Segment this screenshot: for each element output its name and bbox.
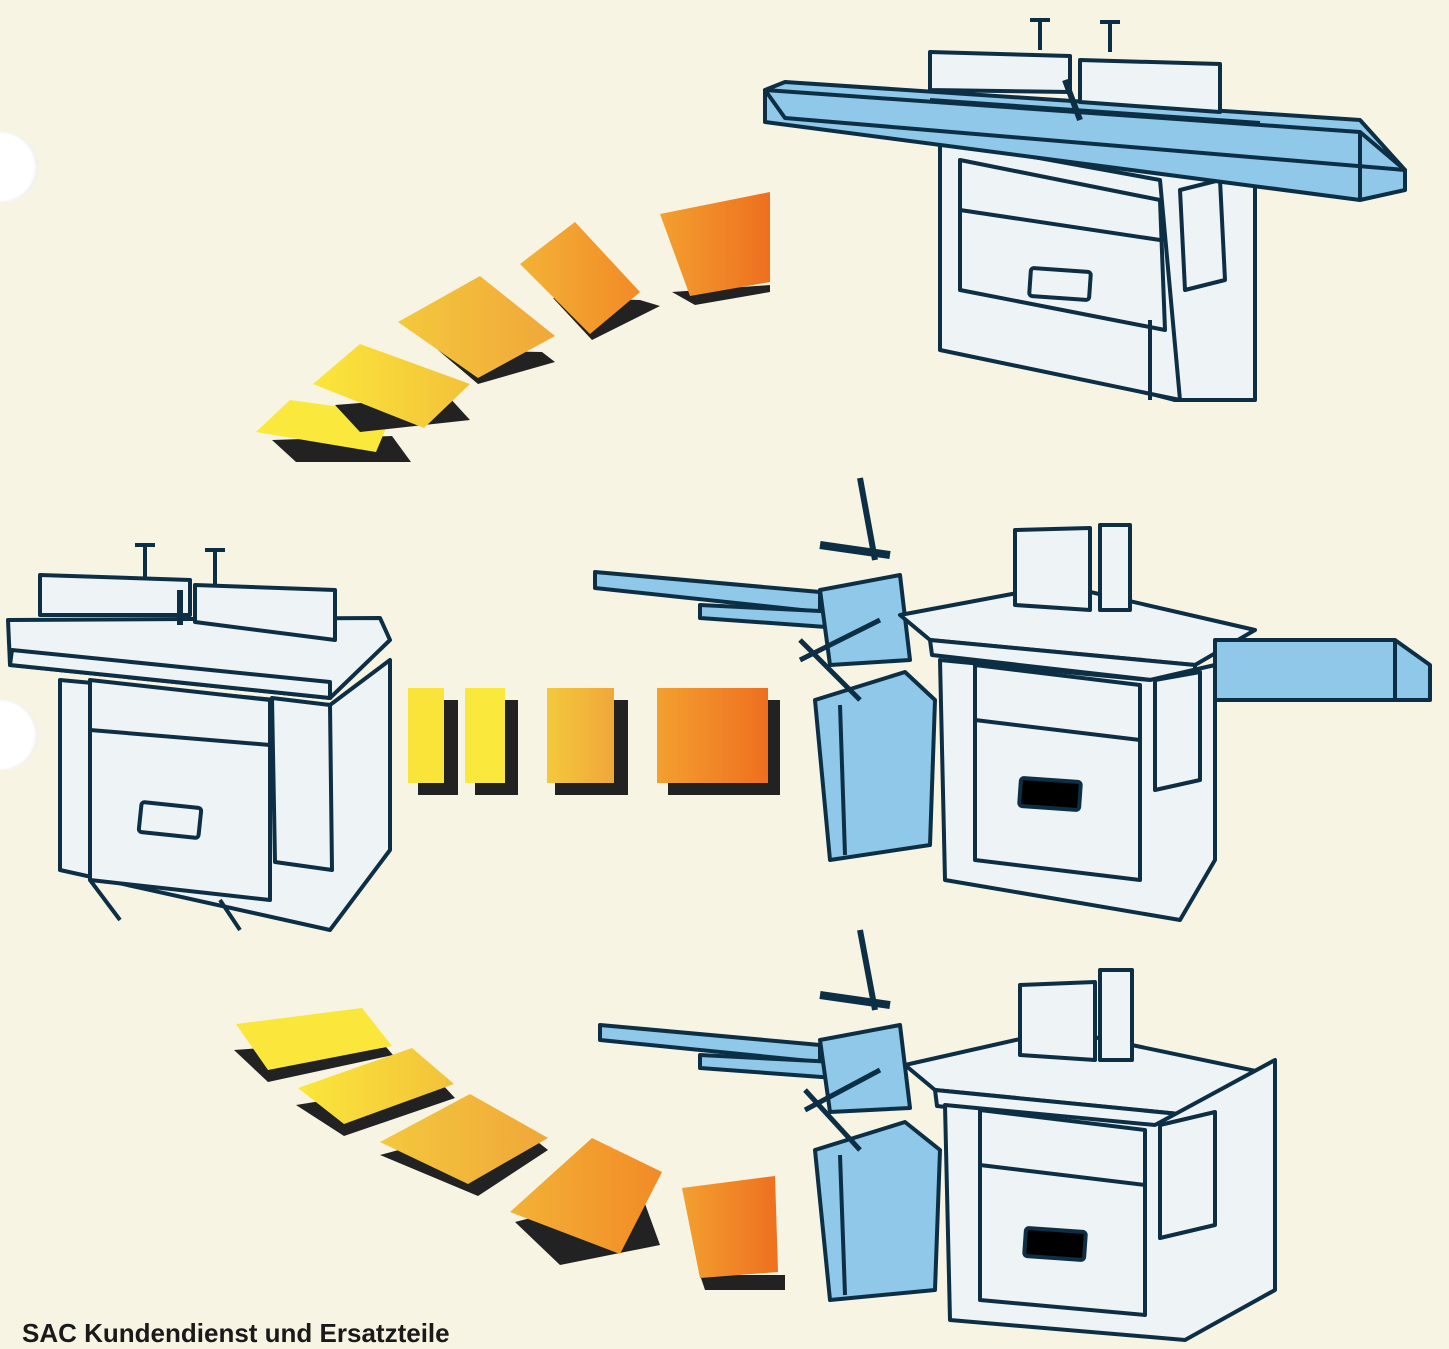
band-mid-2 <box>465 688 518 795</box>
band-bot-5 <box>682 1176 785 1290</box>
band-mid-1 <box>408 688 458 795</box>
top-band-arc <box>256 192 770 462</box>
machine-middle-left <box>8 545 390 930</box>
page-caption: SAC Kundendienst und Ersatzteile <box>22 1318 450 1349</box>
band-mid-4 <box>657 688 780 795</box>
band-mid-3 <box>547 688 628 795</box>
machine-top-right <box>765 20 1405 400</box>
band-top-4 <box>520 222 660 340</box>
middle-band-row <box>408 688 780 795</box>
band-top-5 <box>660 192 770 305</box>
